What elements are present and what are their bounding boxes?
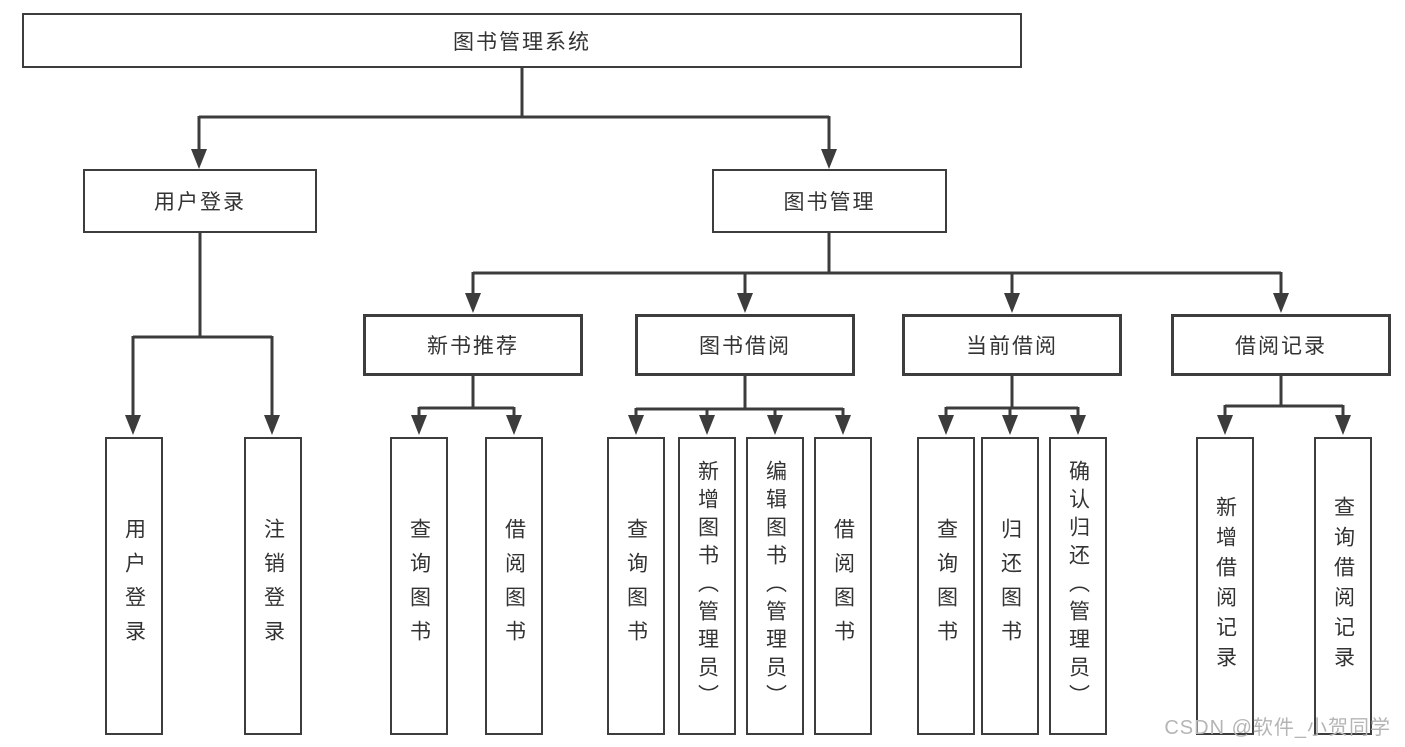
node-label: 查询图书 [624, 518, 648, 654]
leaf-borrow-query-book: 查询图书 [607, 437, 665, 735]
node-label: 用户登录 [122, 518, 146, 654]
leaf-borrow-book: 借阅图书 [814, 437, 872, 735]
node-label: 注销登录 [261, 518, 285, 654]
node-label: 编辑图书（管理员） [763, 460, 787, 712]
leaf-user-login: 用户登录 [105, 437, 163, 735]
node-label: 用户登录 [154, 191, 246, 214]
leaf-edit-book-admin: 编辑图书（管理员） [746, 437, 804, 735]
leaf-logout: 注销登录 [244, 437, 302, 735]
node-label: 借阅图书 [502, 518, 526, 654]
node-current-borrow: 当前借阅 [902, 314, 1122, 376]
node-label: 确认归还（管理员） [1066, 460, 1090, 712]
node-borrow-records: 借阅记录 [1171, 314, 1391, 376]
node-label: 借阅记录 [1235, 335, 1327, 358]
leaf-recommend-borrow-book: 借阅图书 [485, 437, 543, 735]
node-book-borrow: 图书借阅 [635, 314, 855, 376]
node-label: 查询图书 [934, 518, 958, 654]
node-label: 归还图书 [998, 518, 1022, 654]
leaf-return-book: 归还图书 [981, 437, 1039, 735]
node-label: 图书管理 [783, 191, 876, 214]
node-label: 查询借阅记录 [1331, 496, 1355, 676]
node-label: 新增图书（管理员） [695, 460, 719, 712]
node-label: 当前借阅 [966, 335, 1058, 358]
node-label: 查询图书 [407, 518, 431, 654]
node-library-system: 图书管理系统 [22, 13, 1022, 68]
leaf-recommend-query-book: 查询图书 [390, 437, 448, 735]
csdn-watermark: CSDN @软件_小贺同学 [1164, 717, 1391, 739]
node-book-management: 图书管理 [712, 169, 947, 233]
node-user-login: 用户登录 [83, 169, 317, 233]
leaf-add-borrow-record: 新增借阅记录 [1196, 437, 1254, 735]
node-new-book-recommend: 新书推荐 [363, 314, 583, 376]
node-label: 图书管理系统 [453, 30, 591, 54]
node-label: 新书推荐 [427, 335, 519, 358]
node-label: 借阅图书 [831, 518, 855, 654]
leaf-confirm-return-admin: 确认归还（管理员） [1049, 437, 1107, 735]
node-label: 图书借阅 [699, 335, 791, 358]
node-label: 新增借阅记录 [1213, 496, 1237, 676]
leaf-add-book-admin: 新增图书（管理员） [678, 437, 736, 735]
leaf-current-query-book: 查询图书 [917, 437, 975, 735]
leaf-query-borrow-record: 查询借阅记录 [1314, 437, 1372, 735]
